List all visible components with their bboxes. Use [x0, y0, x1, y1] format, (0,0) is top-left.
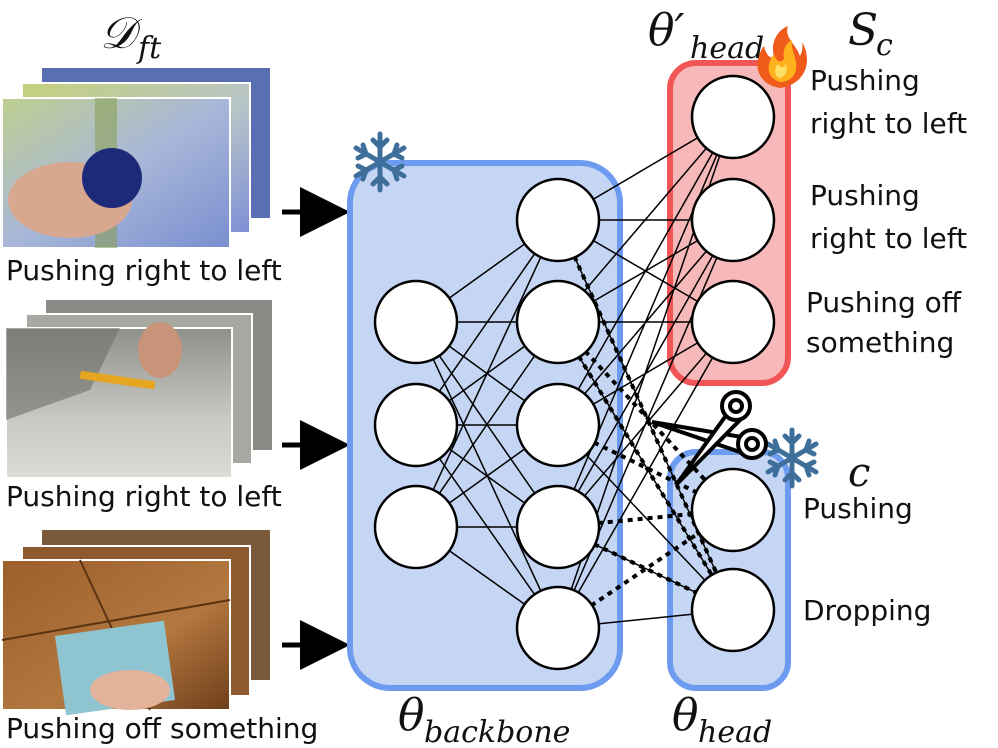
connection-new-head [557, 321, 734, 629]
theta-backbone-subscript: backbone [424, 715, 570, 748]
sc-label: S c [848, 5, 893, 63]
clip-label-3: Pushing off something [6, 712, 318, 745]
connection-new-head [557, 116, 734, 426]
hidden-node [515, 279, 601, 365]
theta-head-new-subscript: head [690, 31, 764, 66]
c-label: c [848, 450, 870, 496]
video-clip-stack-2: Pushing right to left [5, 300, 282, 513]
dataset-title: 𝒟 ft [100, 8, 162, 66]
dataset-subscript: ft [136, 31, 162, 66]
input-node [373, 382, 459, 468]
connection-old-head [557, 424, 734, 611]
cut-connection [556, 320, 735, 612]
new-class-label-2-line1: Pushing [810, 179, 920, 212]
snowflake-icon [765, 427, 819, 489]
hidden-node [515, 177, 601, 263]
cut-connection [556, 320, 735, 512]
input-arrows [282, 187, 350, 670]
new-class-labels: Pushing right to left Pushing right to l… [806, 64, 967, 359]
connection-new-head [557, 219, 734, 629]
network-nodes [373, 74, 776, 671]
new-class-label-1-line1: Pushing [810, 64, 920, 97]
theta-head-symbol: θ [672, 690, 699, 741]
hidden-node [515, 484, 601, 570]
clip-hand [138, 322, 182, 378]
new-head-node [690, 279, 776, 365]
old-head-node [690, 567, 776, 653]
connection-backbone [415, 219, 559, 528]
snowflake-icon [353, 131, 407, 193]
fire-icon [757, 26, 807, 88]
new-class-label-3-line2: something [806, 326, 954, 359]
sc-symbol: S [848, 5, 878, 56]
connection-backbone [415, 321, 559, 629]
video-clip-stack-1: Pushing right to left [1, 68, 282, 287]
old-class-label-2: Dropping [803, 594, 931, 627]
new-class-label-1-line2: right to left [810, 107, 967, 140]
new-head-node [690, 177, 776, 263]
old-class-labels: Pushing Dropping [803, 492, 931, 627]
clip-floor-line [1, 599, 231, 641]
old-class-label-1: Pushing [803, 492, 913, 525]
hidden-node [515, 585, 601, 671]
new-class-label-2-line2: right to left [810, 222, 967, 255]
old-head-node [690, 467, 776, 553]
dataset-symbol: 𝒟 [100, 8, 143, 59]
clip-shadow [6, 328, 120, 420]
clip-label-2: Pushing right to left [6, 480, 282, 513]
input-node [373, 279, 459, 365]
theta-head-new-label: θ′ head [648, 5, 764, 66]
clip-hand [90, 670, 170, 710]
theta-head-subscript: head [698, 715, 772, 748]
cut-connection [556, 219, 735, 611]
theta-backbone-label: θ backbone [398, 690, 570, 748]
scissors-icon [651, 390, 768, 487]
new-head-node [690, 74, 776, 160]
sc-subscript: c [876, 28, 893, 63]
input-node [373, 484, 459, 570]
hidden-node [515, 382, 601, 468]
connection-new-head [557, 116, 734, 528]
new-class-label-3-line1: Pushing off [806, 286, 962, 319]
video-clip-stack-3: Pushing off something [1, 530, 318, 745]
clip-ball [82, 148, 142, 208]
theta-backbone-symbol: θ [398, 690, 425, 741]
clip-label-1: Pushing right to left [6, 254, 282, 287]
theta-head-new-symbol: θ′ [648, 5, 684, 56]
theta-head-label: θ head [672, 690, 772, 748]
clip-pencil [79, 370, 156, 390]
